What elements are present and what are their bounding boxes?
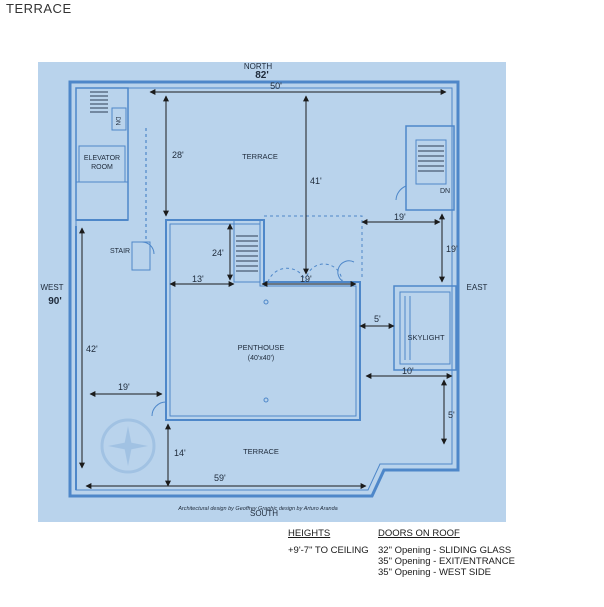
stair-west [131,241,155,271]
dim-24-label: 24' [212,248,224,258]
door-line-1: 32" Opening - SLIDING GLASS [378,545,512,556]
penthouse-size-label: (40'x40') [248,355,274,362]
dim-41-label: 41' [310,176,322,186]
dim-5-top-label: 5' [374,314,381,324]
heights-header: HEIGHTS [288,528,331,539]
dim-42-label: 42' [86,344,98,354]
dim-19-left-label: 19' [118,382,130,392]
stair-dn-right-label: DN [440,188,450,195]
dim-19-east-label: 19' [446,244,458,254]
compass-rose [100,418,156,474]
skylight-label: SKYLIGHT [407,333,445,342]
dim-13-label: 13' [192,274,204,284]
stair-east-block [395,125,455,211]
dim-50-label: 50' [270,81,282,91]
dim-5-right-label: 5' [448,410,455,420]
heights-value: +9'-7" TO CEILING [288,545,369,556]
penthouse-walls [151,215,363,421]
west-label: WEST [40,283,63,292]
dim-10-label: 10' [402,366,414,376]
elevator-block [75,87,129,221]
terrace-north-label: TERRACE [242,152,278,161]
door-line-3: 35" Opening - WEST SIDE [378,567,492,578]
west-length: 90' [48,296,62,307]
page-title: TERRACE [6,1,72,16]
penthouse-label: PENTHOUSE [238,343,285,352]
dim-19-mid-label: 19' [300,274,312,284]
dim-19-right-label: 19' [394,212,406,222]
stair-treads-left [90,91,108,113]
door-line-2: 35" Opening - EXIT/ENTRANCE [378,556,515,567]
stair-treads-right [418,145,444,172]
heights-notes: HEIGHTS +9'-7" TO CEILING [288,528,369,556]
penthouse-stair-treads [236,235,258,272]
credits-text: Architectural design by Geoffrey Graphic… [177,506,337,512]
east-label: EAST [467,283,488,292]
south-label: SOUTH [250,509,278,518]
dim-59-label: 59' [214,473,226,483]
terrace-south-label: TERRACE [243,447,279,456]
dim-28-label: 28' [172,150,184,160]
dim-14-label: 14' [174,448,186,458]
doors-notes: DOORS ON ROOF 32" Opening - SLIDING GLAS… [378,528,515,578]
elevator-room-line2: ROOM [91,164,113,171]
doors-header: DOORS ON ROOF [378,528,460,539]
elevator-room-line1: ELEVATOR [84,155,120,162]
north-length: 82' [255,70,269,81]
elevator-room-label: ELEVATOR ROOM [84,155,120,171]
stair-dn-left-label: DN [114,117,120,126]
stair-label: STAIR [110,248,130,255]
north-label: NORTH [244,62,273,71]
outer-wall [68,80,460,498]
